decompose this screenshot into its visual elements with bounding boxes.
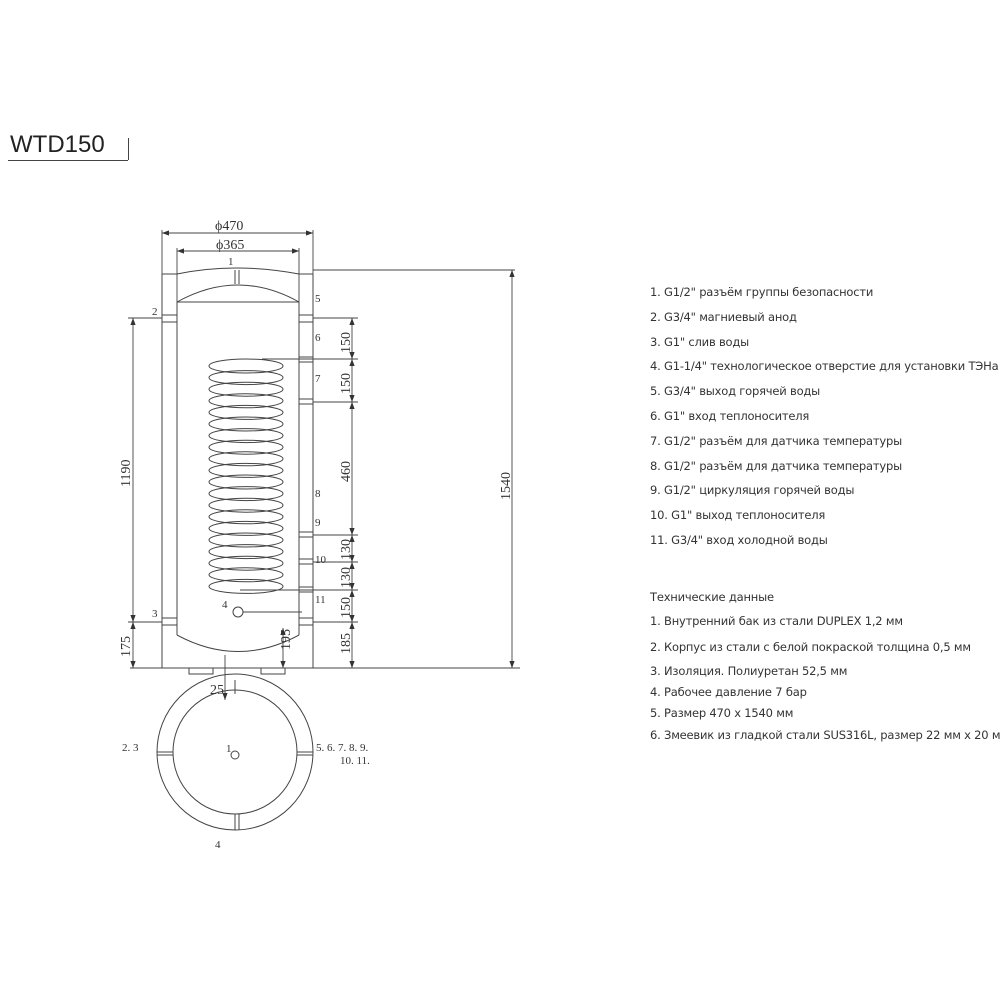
top-view bbox=[156, 673, 314, 831]
dim-inner-diameter: ϕ365 bbox=[216, 238, 244, 253]
top-view-label-center: 1 bbox=[226, 743, 232, 755]
connection-item: 6. G1" вход теплоносителя bbox=[650, 409, 810, 423]
top-view-label-right-1: 5. 6. 7. 8. 9. bbox=[316, 742, 369, 754]
connection-item: 2. G3/4" магниевый анод bbox=[650, 309, 797, 324]
coil-turn bbox=[208, 428, 284, 444]
dim-outer-diameter: ϕ470 bbox=[215, 219, 243, 234]
dimension-lines bbox=[128, 230, 515, 700]
dim-130-b: 130 bbox=[339, 567, 354, 588]
tech-data-item: 4. Рабочее давление 7 бар bbox=[650, 685, 807, 699]
connection-item: 4. G1-1/4" технологическое отверстие для… bbox=[650, 359, 999, 374]
top-view-label-bottom: 4 bbox=[215, 839, 221, 851]
coil-turn bbox=[208, 544, 284, 560]
callout-10: 10 bbox=[315, 554, 327, 566]
tech-data-item: 6. Змеевик из гладкой стали SUS316L, раз… bbox=[650, 728, 1000, 742]
connection-item: 5. G3/4" выход горячей воды bbox=[650, 384, 821, 399]
coil-turn bbox=[208, 439, 284, 455]
connection-item: 11. G3/4" вход холодной воды bbox=[650, 533, 828, 547]
dim-150-b: 150 bbox=[339, 373, 354, 394]
dim-25: 25 bbox=[210, 683, 224, 698]
connection-item: 9. G1/2" циркуляция горячей воды bbox=[650, 483, 855, 498]
tech-data-item: 1. Внутренний бак из стали DUPLEX 1,2 мм bbox=[650, 614, 903, 628]
coil-turn bbox=[208, 497, 284, 513]
coil-turn bbox=[208, 520, 284, 536]
coil-turn bbox=[208, 462, 284, 478]
tech-data-item: 3. Изоляция. Полиуретан 52,5 мм bbox=[650, 664, 848, 678]
coil-turn bbox=[208, 532, 284, 548]
callout-11: 11 bbox=[315, 594, 326, 606]
coil-turn bbox=[208, 486, 284, 502]
dim-1540: 1540 bbox=[499, 472, 514, 500]
ports bbox=[161, 314, 314, 626]
top-view-label-left: 2. 3 bbox=[122, 742, 139, 754]
tech-data-heading: Технические данные bbox=[650, 590, 774, 604]
callout-5: 5 bbox=[315, 293, 321, 305]
callout-7: 7 bbox=[315, 373, 321, 385]
coil-turn bbox=[208, 578, 284, 594]
coil-turn bbox=[208, 393, 284, 409]
coil-turn bbox=[208, 451, 284, 467]
callout-1: 1 bbox=[228, 256, 234, 268]
callout-8: 8 bbox=[315, 488, 321, 500]
tech-data-item: 2. Корпус из стали с белой покраской тол… bbox=[650, 640, 971, 654]
connection-item: 1. G1/2" разъём группы безопасности bbox=[650, 285, 874, 299]
dim-175: 175 bbox=[119, 636, 134, 657]
callout-9: 9 bbox=[315, 517, 321, 529]
top-view-label-right-2: 10. 11. bbox=[340, 755, 370, 767]
dim-195: 195 bbox=[279, 629, 294, 650]
coil-turn bbox=[208, 370, 284, 386]
heat-exchanger-coil bbox=[208, 358, 284, 594]
dim-185: 185 bbox=[339, 633, 354, 654]
connection-item: 8. G1/2" разъём для датчика температуры bbox=[650, 458, 902, 473]
dim-150-a: 150 bbox=[339, 332, 354, 353]
coil-turn bbox=[208, 416, 284, 432]
title-divider bbox=[128, 138, 129, 160]
connection-item: 7. G1/2" разъём для датчика температуры bbox=[650, 433, 902, 448]
callout-4: 4 bbox=[222, 599, 228, 611]
dim-150-c: 150 bbox=[339, 597, 354, 618]
coil-turn bbox=[208, 567, 284, 583]
dim-130-a: 130 bbox=[339, 539, 354, 560]
model-title: WTD150 bbox=[10, 131, 105, 158]
callout-6: 6 bbox=[315, 332, 321, 344]
outer-shell bbox=[130, 267, 520, 669]
tech-data-item: 5. Размер 470 x 1540 мм bbox=[650, 706, 794, 720]
callout-2: 2 bbox=[152, 306, 158, 318]
coil-turn bbox=[208, 555, 284, 571]
inner-tank bbox=[176, 270, 300, 652]
dim-460: 460 bbox=[339, 461, 354, 482]
title-underline bbox=[8, 160, 128, 161]
connection-item: 10. G1" выход теплоносителя bbox=[650, 508, 826, 523]
connection-item: 3. G1" слив воды bbox=[650, 334, 750, 349]
coil-turn bbox=[208, 474, 284, 490]
coil-turn bbox=[208, 381, 284, 397]
coil-turn bbox=[208, 509, 284, 525]
dim-1190: 1190 bbox=[119, 460, 134, 487]
callout-3: 3 bbox=[152, 608, 158, 620]
coil-turn bbox=[208, 358, 284, 374]
coil-turn bbox=[208, 404, 284, 420]
